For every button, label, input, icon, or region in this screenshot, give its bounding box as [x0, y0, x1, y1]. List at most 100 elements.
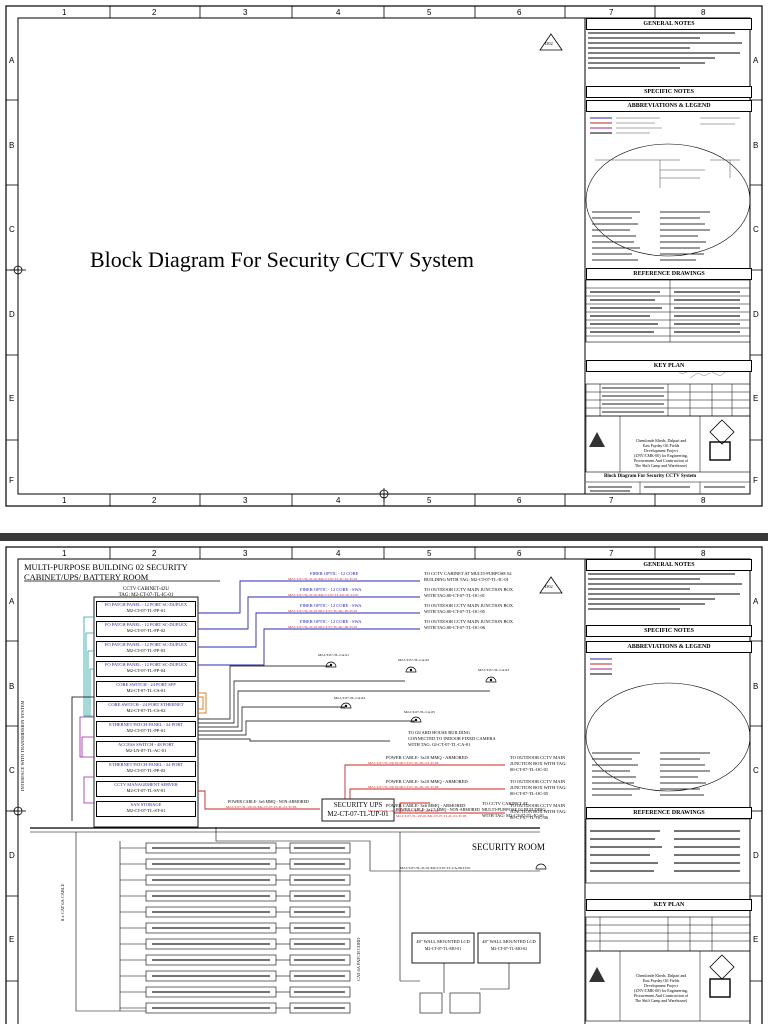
ups-output-tag: M2-CT-07-TL-UP-01/M2-CT-07-TL-IC-01-TC06 [396, 814, 467, 818]
camera-tag: M2-CT-07-TL-CA-03 [478, 668, 509, 672]
fiber-cable-tag: M2-CT-07-TL-IC-01/00-CT-07-TL-OC-05-TC01 [288, 609, 358, 613]
rack-item-tag: M2-CT-07-TL-FP-04 [126, 668, 166, 673]
grid-row-label: F [9, 476, 14, 485]
guard-house-note: TO GUARD HOUSE BUILDING [408, 730, 471, 735]
power-cable-label: POWER CABLE- 3x10 MMQ - ARMORED [386, 755, 468, 760]
rack-item-tag: M2-LN-07-TL-AC-01 [125, 748, 167, 753]
grid-column-label: 7 [609, 549, 614, 558]
grid-row-label: D [9, 310, 15, 319]
grid-column-label: 1 [62, 549, 67, 558]
power-destination: 00-CT-07-TL-OC-01 [510, 767, 549, 772]
revision-triangle-label: D02 [545, 41, 553, 46]
rack-item-name: CORE SWITCH - 24 PORT ETHERNET [108, 702, 184, 707]
grid-row-label: B [753, 141, 759, 150]
grid-column-label: 2 [152, 496, 157, 505]
cat6-cable-label: 8 x CAT 6A CABLE [60, 883, 65, 921]
rack-item-tag: M2-CT-07-TL-ST-01 [126, 808, 166, 813]
heading-line-1: MULTI-PURPOSE BUILDING 02 SECURITY [24, 562, 188, 572]
fiber-destination: TO OUTDOOR CCTV MAIN JUNCTION BOX [424, 587, 513, 592]
grid-column-label: 6 [517, 496, 522, 505]
fiber-destination: TO CCTV CABINET AT MULTI-PURPOSE 02 [424, 571, 512, 576]
grid-column-label: 4 [336, 496, 341, 505]
heading-line-2: CABINET/UPS/ BATTERY ROOM [24, 572, 149, 582]
power-destination: JUNCTION BOX WITH TAG: [510, 761, 567, 766]
specific-notes-header: SPECIFIC NOTES [586, 86, 752, 98]
rack-item-name: ACCESS SWITCH - 48 PORT [118, 742, 174, 747]
grid-row-label: E [9, 935, 15, 944]
grid-column-label: 4 [336, 549, 341, 558]
ups-output-cable: POWER CABLE- 3x2.5 MMQ - NON-ARMORED [396, 807, 480, 812]
power-cable-label: POWER CABLE- 3x6 MMQ - ARMORED [386, 803, 466, 808]
grid-column-label: 3 [243, 8, 248, 17]
grid-row-label: D [753, 310, 759, 319]
reference-drawings-header: REFERENCE DRAWINGS [586, 268, 752, 280]
reference-drawings-header: REFERENCE DRAWINGS [586, 807, 752, 819]
grid-column-label: 7 [609, 8, 614, 17]
rack-item-tag: M2-CT-07-TL-CS-01 [126, 688, 166, 693]
monitor-label: 48" WALL MOUNTED LCD [482, 939, 536, 944]
power-destination: 00-CT-07-TL-OC-06 [510, 815, 549, 820]
grid-column-label: 4 [336, 8, 341, 17]
rack-item-name: SAN STORAGE [130, 802, 162, 807]
grid-row-label: C [9, 766, 15, 775]
rack-item-tag: M2-CT-07-TL-PP-01 [126, 728, 166, 733]
fiber-destination: TO OUTDOOR CCTV MAIN JUNCTION BOX [424, 619, 513, 624]
security-room-title: SECURITY ROOM [472, 842, 545, 852]
rack-item-name: ETHERNET PATCH PANEL - 24 PORT [109, 762, 183, 767]
grid-row-label: B [753, 682, 759, 691]
transmission-interface-label: INTERFACE WITH TRANSMISSION SYSTEM [20, 700, 25, 791]
ups-tag: M2-CT-07-TL-UP-01 [327, 810, 389, 818]
rack-item-name: FO PATCH PANEL - 12 PORT SC-DUPLEX [104, 602, 188, 607]
monitor-label: 48" WALL MOUNTED LCD [416, 939, 470, 944]
general-notes-header: GENERAL NOTES [586, 559, 752, 571]
grid-row-label: E [753, 394, 759, 403]
sheet-2-diagram [5, 546, 763, 1024]
fiber-cable-tag: M2-CT-07-TL-IC-01/M2-CT-07-TL-OC-01-TC01 [288, 593, 359, 597]
drawing-sheet-2: 1 2 3 4 5 6 7 8 A B C D E A B C D E D02 … [0, 541, 768, 1024]
rack-item-name: FO PATCH PANEL - 12 PORT SC-DUPLEX [104, 622, 188, 627]
rack-item-tag: M2-CT-07-TL-FP-01 [126, 608, 166, 613]
ups-output-destination: TO CCTV CABINET AT [482, 801, 528, 806]
project-description: Chemlonde Kheds, Dalpari and East Payday… [633, 973, 689, 1003]
grid-column-label: 3 [243, 549, 248, 558]
power-cable-label: POWER CABLE- 3x10 MMQ - ARMORED [386, 779, 468, 784]
abbreviations-header: ABBREVIATIONS & LEGEND [586, 100, 752, 112]
grid-row-label: E [753, 935, 759, 944]
fiber-cable-label: FIBER OPTIC - 12 CORE - SWA [300, 619, 362, 624]
grid-row-label: A [753, 56, 759, 65]
power-cable-tag: M2-CT-07-TL-UP-01/00-CT-07-TL-OC-05-TC06 [368, 785, 439, 789]
grid-row-label: C [753, 225, 759, 234]
power-cable-tag: M2-CT-07-TL-UP-01/00-CT-07-TL-OC-01-TC06 [368, 761, 439, 765]
power-destination: JUNCTION BOX WITH TAG: [510, 785, 567, 790]
monitor-tag: M2-CT-07-TL-MO-02 [490, 946, 528, 951]
grid-row-label: A [753, 597, 759, 606]
rack-item-tag: M2-CT-07-TL-CS-02 [126, 708, 166, 713]
rack-item-name: CORE SWITCH - 24 PORT SFP [116, 682, 176, 687]
cabinet-title: CCTV CABINET-42U [123, 587, 169, 592]
grid-column-label: 3 [243, 496, 248, 505]
fiber-cable-tag: M2-CT-07-TL-IC-01/M2-CT-07-TL-IC-01-TC01 [288, 577, 358, 581]
grid-row-label: D [9, 851, 15, 860]
grid-column-label: 5 [427, 496, 432, 505]
fiber-destination: WITH TAG:00-CT-07-TL-OC-06 [424, 625, 486, 630]
rack-item-name: FO PATCH PANEL - 12 PORT SC-DUPLEX [104, 642, 188, 647]
rack-item-name: CCTV MANAGEMENT SERVER [114, 782, 178, 787]
grid-row-label: C [9, 225, 15, 234]
grid-column-label: 2 [152, 8, 157, 17]
ups-input-cable: POWER CABLE- 3x6 MMQ - NON-ARMORED [228, 799, 309, 804]
grid-column-label: 2 [152, 549, 157, 558]
grid-column-label: 7 [609, 496, 614, 505]
fiber-cable-label: FIBER OPTIC - 12 CORE [310, 571, 359, 576]
power-destination: TO OUTDOOR CCTV MAIN [510, 755, 566, 760]
grid-column-label: 5 [427, 8, 432, 17]
grid-column-label: 1 [62, 8, 67, 17]
specific-notes-header: SPECIFIC NOTES [586, 625, 752, 637]
